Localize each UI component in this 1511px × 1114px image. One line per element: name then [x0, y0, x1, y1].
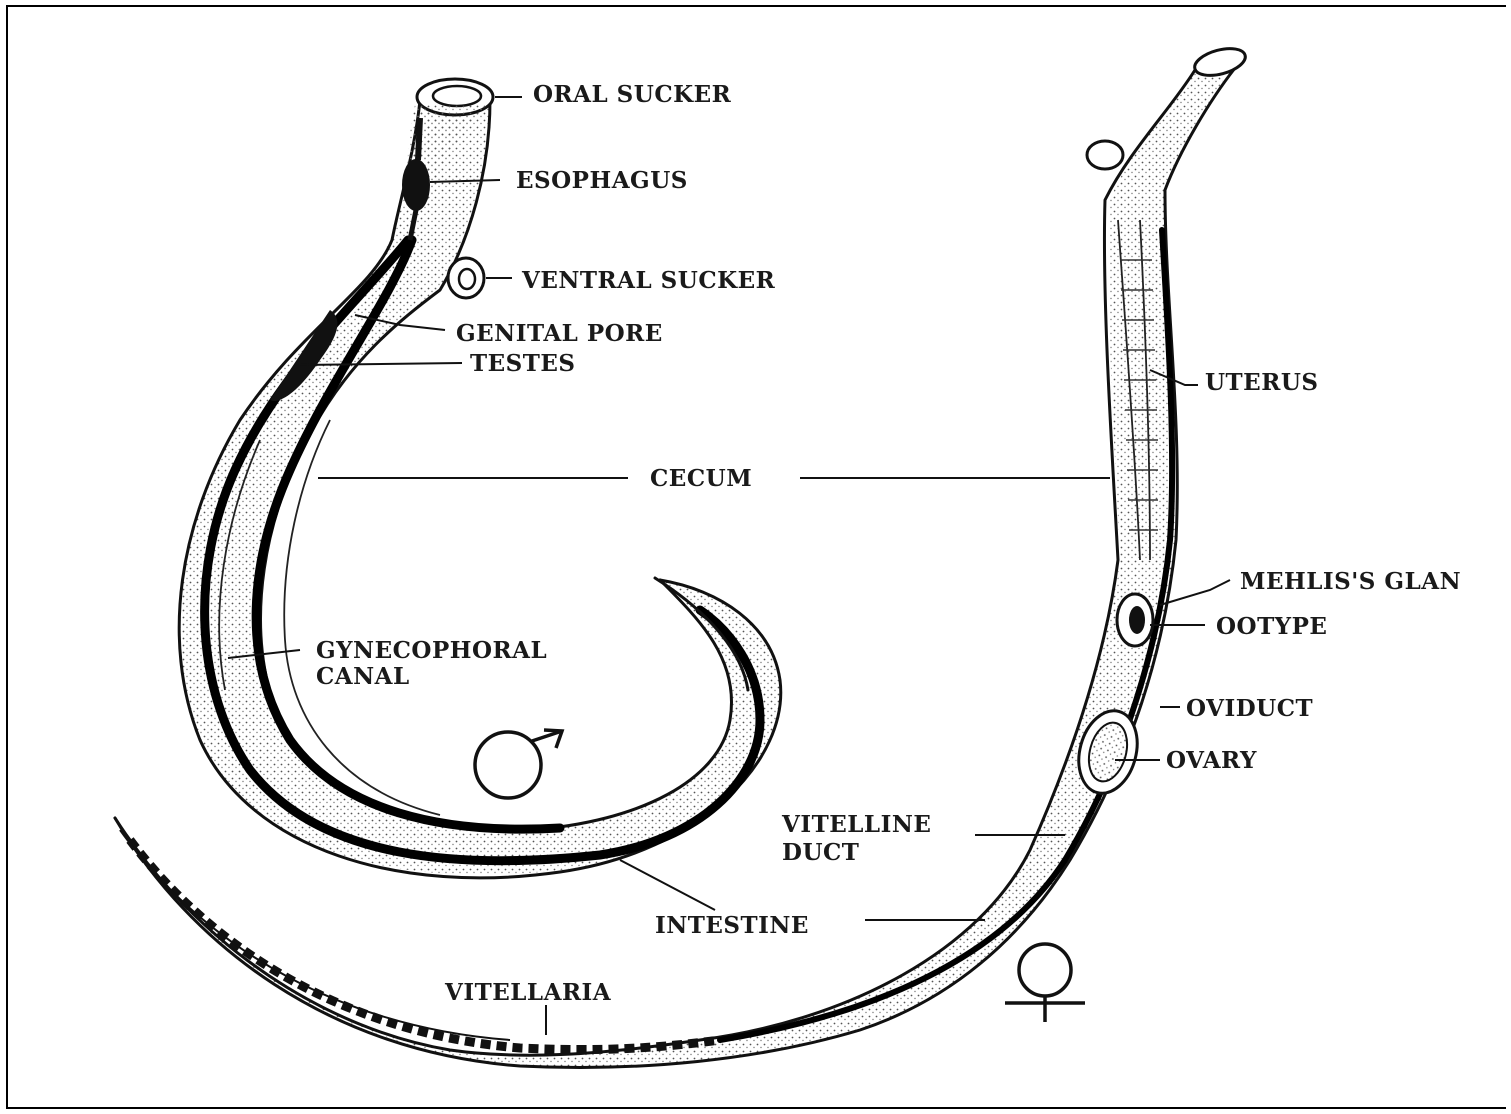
- label-ootype: OOTYPE: [1216, 613, 1327, 640]
- label-intestine: INTESTINE: [655, 912, 809, 939]
- male-symbol: [475, 730, 562, 798]
- label-esophagus: ESOPHAGUS: [516, 167, 688, 194]
- female-symbol: [1005, 944, 1085, 1022]
- label-ovary: OVARY: [1166, 747, 1257, 774]
- label-cecum: CECUM: [650, 465, 752, 492]
- label-oviduct: OVIDUCT: [1186, 695, 1313, 722]
- label-testes: TESTES: [470, 350, 576, 377]
- label-gynecophoral-1: GYNECOPHORAL: [316, 637, 547, 664]
- label-gynecophoral-2: CANAL: [316, 663, 410, 690]
- label-vitellaria: VITELLARIA: [444, 979, 612, 1006]
- label-mehlis-gland: MEHLIS'S GLAN: [1240, 568, 1461, 595]
- label-vitelline-1: VITELLINE: [781, 811, 931, 838]
- leader-lines: [228, 97, 1230, 1035]
- label-vitelline-2: DUCT: [782, 839, 859, 866]
- label-oral-sucker: ORAL SUCKER: [533, 81, 732, 108]
- label-ventral-sucker: VENTRAL SUCKER: [521, 267, 776, 294]
- label-genital-pore: GENITAL PORE: [456, 320, 663, 347]
- label-uterus: UTERUS: [1205, 369, 1319, 396]
